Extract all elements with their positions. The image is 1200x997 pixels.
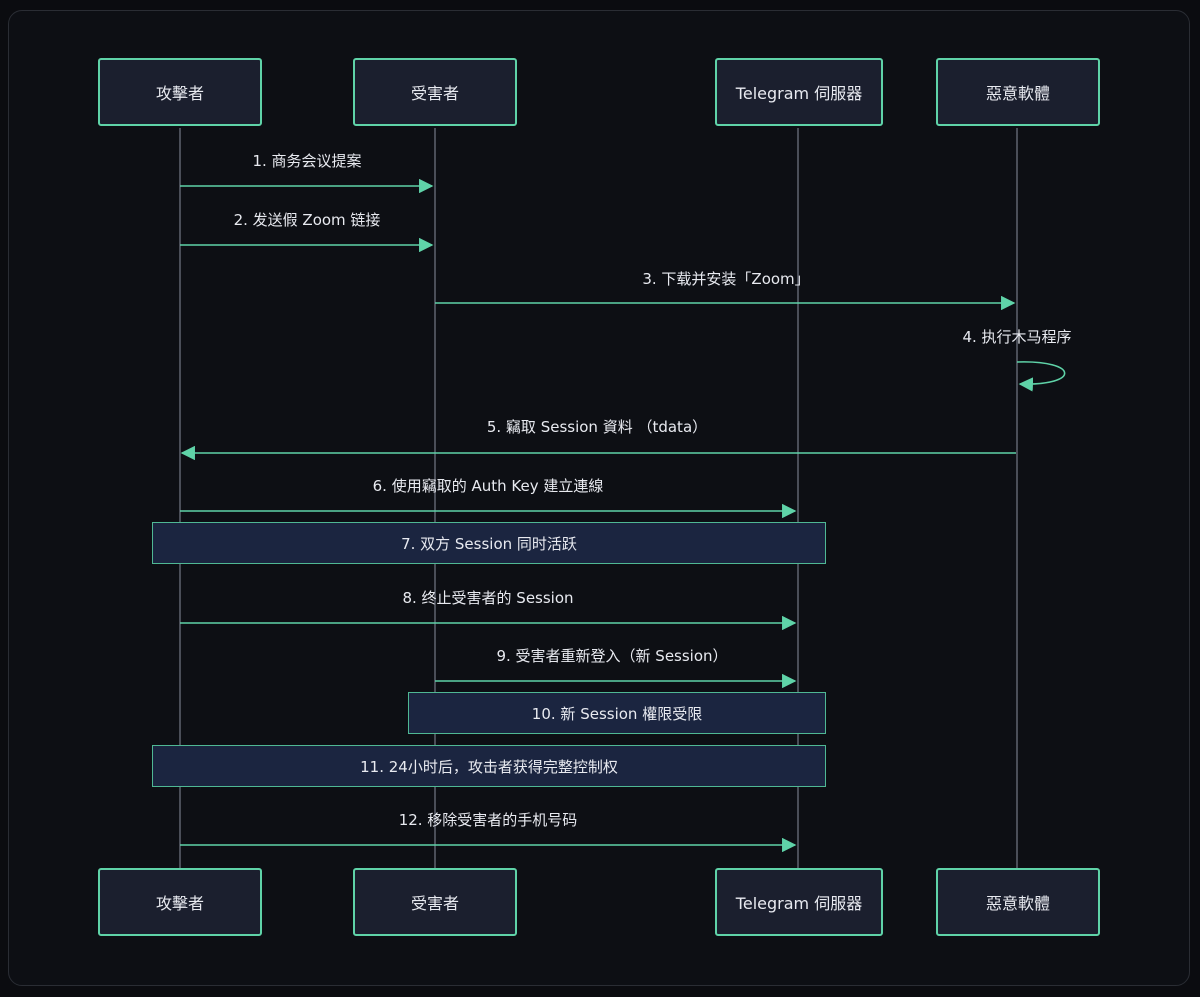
message-label-6: 6. 使用竊取的 Auth Key 建立連線	[372, 477, 604, 495]
message-arrow-4-self	[1016, 361, 1066, 392]
lifeline-victim	[434, 128, 436, 868]
message-label-2: 2. 发送假 Zoom 链接	[233, 211, 381, 229]
lifeline-attacker	[179, 128, 181, 868]
diagram-frame	[8, 10, 1190, 986]
lifeline-malware	[1016, 128, 1018, 868]
message-label-3: 3. 下载并安装「Zoom」	[642, 270, 810, 288]
message-label-5: 5. 竊取 Session 資料 （tdata）	[486, 418, 708, 436]
message-label-4: 4. 执行木马程序	[962, 328, 1072, 346]
message-label-8: 8. 终止受害者的 Session	[402, 589, 574, 607]
lifeline-server	[797, 128, 799, 868]
message-label-9: 9. 受害者重新登入（新 Session）	[496, 647, 728, 665]
actor-attacker-bottom: 攻擊者	[98, 868, 262, 936]
actor-server-bottom: Telegram 伺服器	[715, 868, 883, 936]
actor-server-top: Telegram 伺服器	[715, 58, 883, 126]
note-new-session-limited: 10. 新 Session 權限受限	[408, 692, 826, 734]
note-attacker-full-control: 11. 24小时后，攻击者获得完整控制权	[152, 745, 826, 787]
actor-malware-top: 惡意軟體	[936, 58, 1100, 126]
note-both-sessions-active: 7. 双方 Session 同时活跃	[152, 522, 826, 564]
actor-attacker-top: 攻擊者	[98, 58, 262, 126]
message-label-12: 12. 移除受害者的手机号码	[398, 811, 578, 829]
actor-victim-bottom: 受害者	[353, 868, 517, 936]
actor-victim-top: 受害者	[353, 58, 517, 126]
actor-malware-bottom: 惡意軟體	[936, 868, 1100, 936]
message-label-1: 1. 商务会议提案	[252, 152, 362, 170]
